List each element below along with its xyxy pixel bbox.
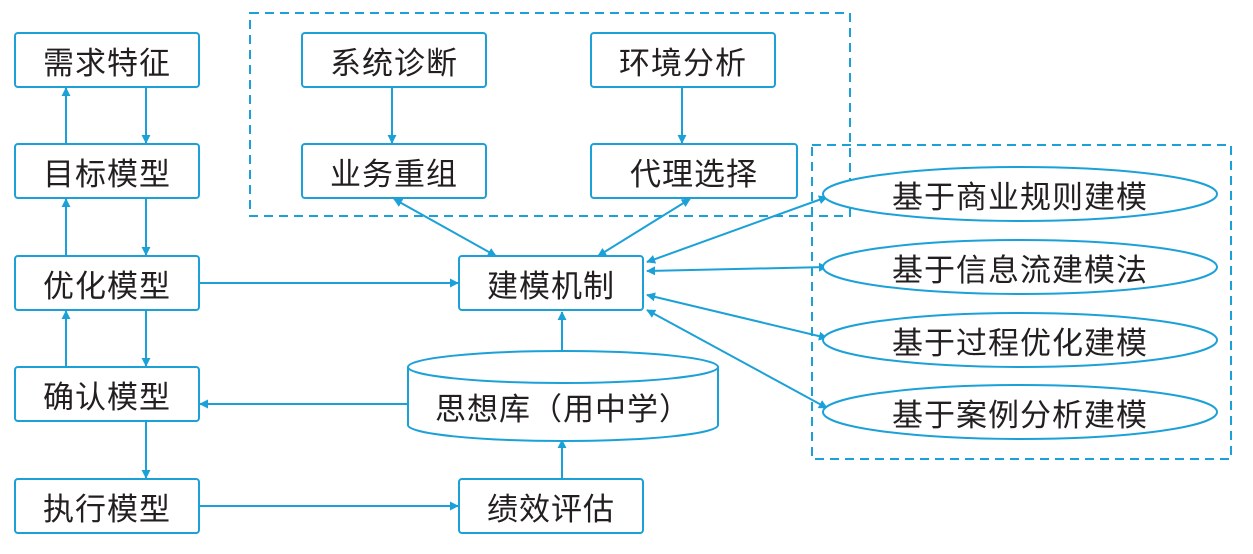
system-diagnosis-box: 系统诊断 [301, 32, 487, 88]
business-reorg-box: 业务重组 [301, 143, 487, 199]
arrow-agent-mechanism [597, 198, 691, 257]
oval-2-shape [822, 239, 1218, 295]
arrow-mechanism-oval-3 [646, 292, 828, 341]
arrow-reorg-mechanism [393, 198, 497, 257]
oval-4-shape [822, 384, 1218, 440]
optimize-model-box: 优化模型 [14, 255, 200, 311]
agent-selection-box: 代理选择 [590, 143, 798, 199]
demand-box: 需求特征 [14, 32, 200, 88]
arrow-mechanism-oval-4 [646, 309, 828, 409]
modeling-mechanism-box: 建模机制 [458, 255, 644, 311]
oval-3-shape [822, 312, 1218, 368]
oval-business-rules: 基于商业规则建模 [892, 179, 1148, 216]
oval-process-optimization: 基于过程优化建模 [892, 325, 1148, 362]
arrow-mechanism-oval-1 [646, 195, 828, 264]
idea-base-cylinder [407, 350, 719, 442]
confirm-model-box: 确认模型 [14, 366, 200, 422]
environment-analysis-box: 环境分析 [590, 32, 776, 88]
oval-information-flow: 基于信息流建模法 [892, 252, 1148, 289]
top-group-frame [249, 12, 851, 217]
oval-case-analysis: 基于案例分析建模 [892, 397, 1148, 434]
execute-model-box: 执行模型 [14, 478, 200, 534]
arrow-mechanism-oval-2 [646, 262, 828, 276]
performance-evaluation-box: 绩效评估 [458, 478, 644, 534]
goal-model-box: 目标模型 [14, 143, 200, 199]
oval-1-shape [822, 166, 1218, 222]
idea-base-label: 思想库（用中学） [435, 391, 691, 428]
